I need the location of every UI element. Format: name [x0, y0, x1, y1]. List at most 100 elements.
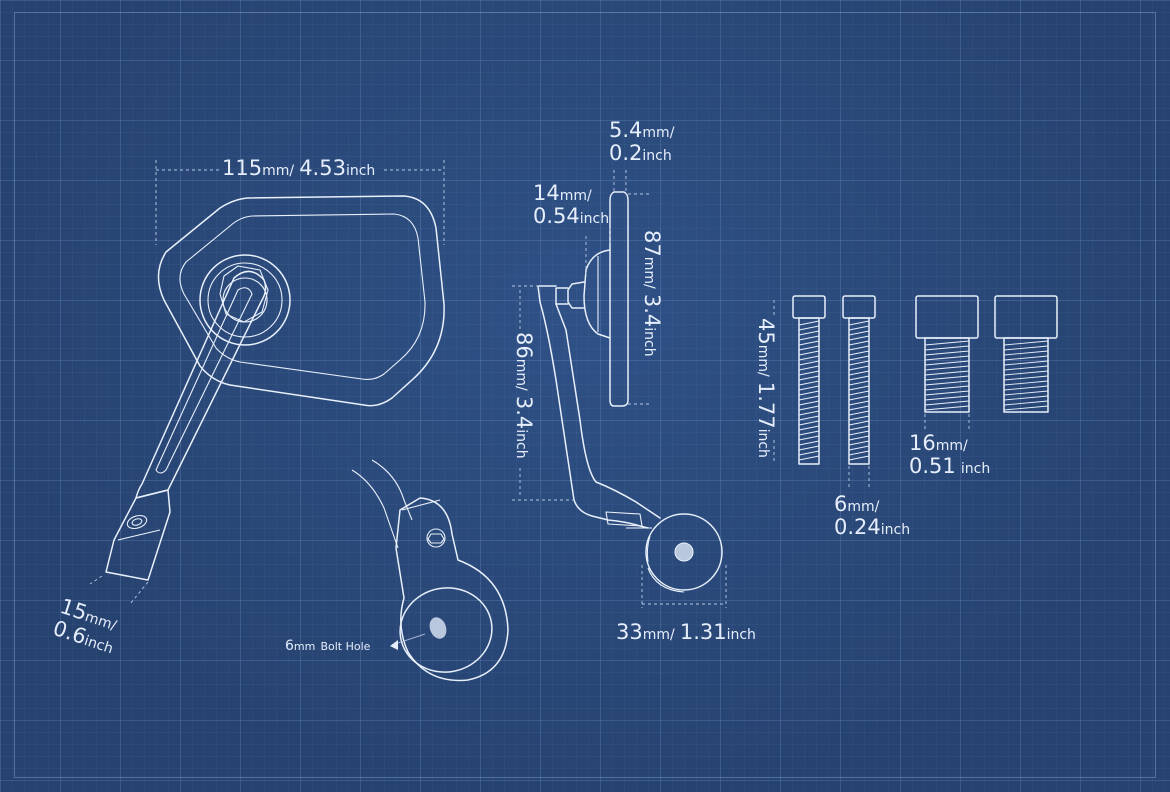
thread-line [798, 360, 820, 366]
mount-depth-mm-value: 14 [533, 181, 560, 205]
long-bolt-diameter-mm-value: 6 [834, 492, 848, 516]
bar-end-clamp [351, 459, 509, 682]
thread-line [848, 410, 870, 416]
thread-line [924, 345, 970, 351]
thread-line [924, 390, 970, 396]
thread-line [848, 400, 870, 406]
bolt-hole-text: Bolt Hole [320, 640, 371, 653]
bolt-hole-unit: mm [293, 640, 316, 653]
thread-line [848, 320, 870, 326]
separator: / [641, 284, 657, 289]
thread-line [848, 355, 870, 361]
thread-line [848, 450, 870, 456]
thread-line [848, 335, 870, 341]
separator: / [289, 163, 295, 179]
thread-line [1003, 350, 1049, 356]
glass-thickness-inch-value: 0.2 [609, 141, 643, 165]
thread-line [798, 325, 820, 331]
thread-line [798, 395, 820, 401]
thread-line [798, 335, 820, 341]
thread-line [1003, 375, 1049, 381]
thread-line [1003, 405, 1049, 411]
thread-line [848, 350, 870, 356]
glass-thickness-mm-unit: mm [642, 125, 670, 141]
mount-depth-inch-unit: inch [579, 211, 610, 227]
bolt-hole-callout: 6mm Bolt Hole [285, 637, 370, 653]
long-bolt-length-dimension-label: 45mm/ 1.77inch [754, 318, 778, 458]
thread-line [848, 425, 870, 431]
mount-depth-inch-value: 0.54 [533, 204, 580, 228]
thread-line [1003, 365, 1049, 371]
thread-line [924, 340, 970, 346]
thread-line [924, 380, 970, 386]
thread-line [848, 365, 870, 371]
bolt-hole-value: 6 [285, 638, 294, 654]
thread-line [798, 415, 820, 421]
thread-line [848, 340, 870, 346]
short-bolt-length-inch-value: 0.51 [909, 454, 956, 478]
arm-height-dimension-label: 86mm/ 3.4inch [512, 332, 536, 459]
long-bolt-diameter-mm-unit: mm [847, 499, 875, 515]
bolt-threads [798, 320, 1049, 461]
mirror-height-dimension-label: 87mm/ 3.4inch [640, 230, 664, 357]
thread-line [924, 375, 970, 381]
thread-line [1003, 370, 1049, 376]
thread-line [924, 400, 970, 406]
bolt-dimension-lines [773, 300, 970, 488]
clamp-diameter-inch-unit: inch [726, 627, 756, 643]
thread-line [848, 390, 870, 396]
thread-line [798, 405, 820, 411]
thread-line [798, 425, 820, 431]
mirror-height-inch-value: 3.4 [640, 293, 664, 328]
thread-line [848, 415, 870, 421]
mirror-front-view [105, 195, 445, 581]
thread-line [848, 370, 870, 376]
thread-line [798, 435, 820, 441]
separator: / [513, 386, 529, 391]
thread-line [798, 370, 820, 376]
thread-line [1003, 355, 1049, 361]
bolt-hole-leader [390, 633, 426, 650]
arm-height-inch-value: 3.4 [512, 395, 536, 430]
thread-line [798, 355, 820, 361]
thread-line [848, 360, 870, 366]
width-dimension-lines [89, 160, 445, 605]
thread-line [1003, 395, 1049, 401]
separator: / [669, 125, 675, 141]
thread-line [848, 395, 870, 401]
long-bolt-length-inch-unit: inch [755, 428, 771, 458]
thread-line [1003, 390, 1049, 396]
thread-line [924, 395, 970, 401]
clamp-diameter-dimension-label: 33mm/ 1.31inch [616, 622, 756, 643]
short-bolt-length-dimension-label: 16mm/ 0.51 inch [909, 433, 990, 477]
mirror-side-view [537, 191, 723, 593]
thread-line [848, 330, 870, 336]
thread-line [848, 435, 870, 441]
thread-line [798, 440, 820, 446]
thread-line [924, 385, 970, 391]
arm-height-inch-unit: inch [513, 429, 529, 459]
long-bolt-2 [842, 295, 876, 465]
thread-line [1003, 400, 1049, 406]
thread-line [848, 445, 870, 451]
thread-line [848, 380, 870, 386]
long-bolt-length-mm-value: 45 [754, 318, 778, 345]
separator: / [755, 372, 771, 377]
thread-line [798, 400, 820, 406]
width-inch-unit: inch [345, 163, 376, 179]
thread-line [1003, 360, 1049, 366]
thread-line [798, 420, 820, 426]
glass-thickness-dimension-label: 5.4mm/ 0.2inch [609, 120, 674, 164]
thread-line [1003, 380, 1049, 386]
thread-line [798, 450, 820, 456]
short-bolt-length-inch-unit: inch [960, 461, 991, 477]
thread-line [924, 370, 970, 376]
clamp-diameter-inch-value: 1.31 [679, 620, 727, 644]
thread-line [848, 325, 870, 331]
thread-line [798, 340, 820, 346]
thread-line [798, 350, 820, 356]
mirror-height-inch-unit: inch [641, 327, 657, 357]
long-bolt-1 [792, 295, 826, 465]
